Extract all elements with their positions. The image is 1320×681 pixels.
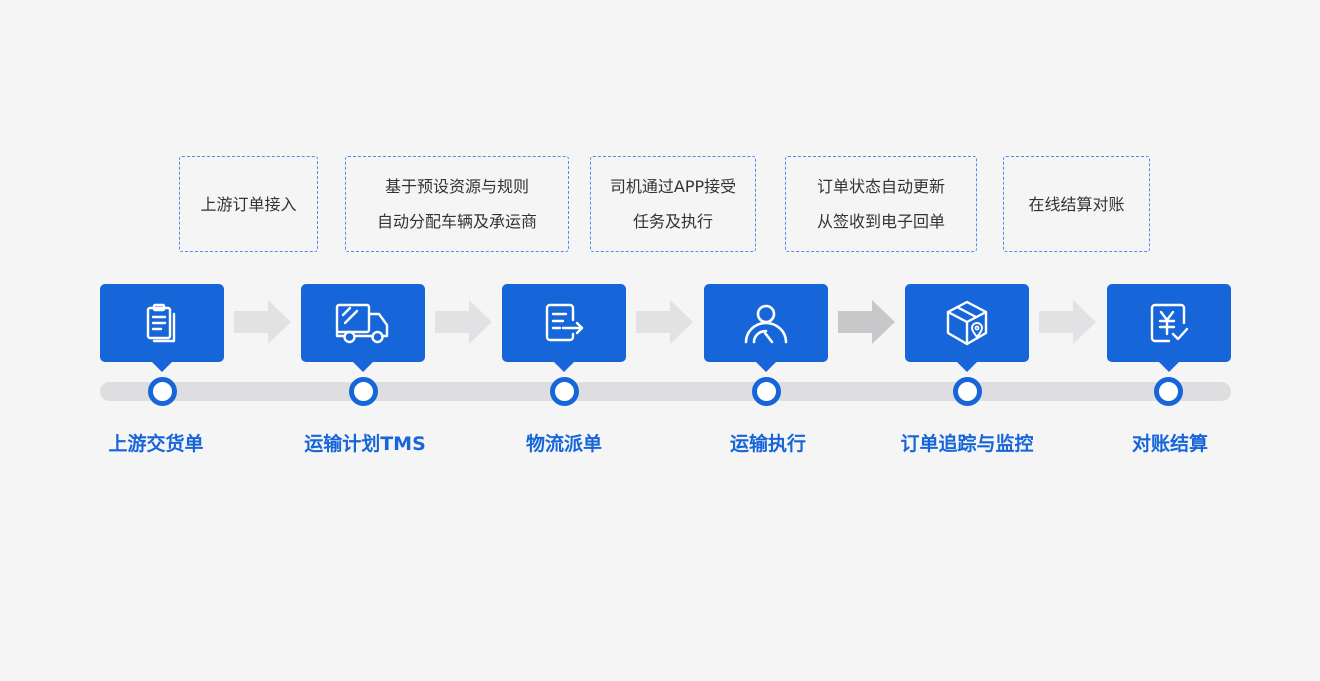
- step-box-4: [704, 284, 828, 372]
- step-label-4: 运输执行: [729, 433, 806, 455]
- dispatch-document-icon: [545, 303, 584, 342]
- description-text: 任务及执行: [632, 212, 713, 231]
- truck-icon: [335, 303, 389, 344]
- timeline-node-2: [349, 377, 378, 406]
- step-label-1: 上游交货单: [108, 433, 204, 455]
- step-box-1: [100, 284, 224, 372]
- step-label-2: 运输计划TMS: [304, 433, 426, 455]
- flow-arrow-3: [636, 300, 693, 344]
- step-box-2: [301, 284, 425, 372]
- description-text: 上游订单接入: [200, 194, 297, 214]
- flow-arrow-1: [234, 300, 291, 344]
- description-text: 司机通过APP接受: [609, 177, 737, 196]
- description-box-3: 司机通过APP接受 任务及执行: [590, 156, 756, 252]
- timeline-node-5: [953, 377, 982, 406]
- package-location-icon: [946, 300, 988, 346]
- description-box-5: 在线结算对账: [1003, 156, 1150, 252]
- description-text: 自动分配车辆及承运商: [376, 212, 537, 231]
- step-label-6: 对账结算: [1131, 433, 1208, 455]
- description-box-1: 上游订单接入: [179, 156, 318, 252]
- timeline-node-3: [550, 377, 579, 406]
- description-text: 基于预设资源与规则: [384, 177, 529, 196]
- flow-arrow-5: [1039, 300, 1096, 344]
- timeline-node-6: [1154, 377, 1183, 406]
- description-box-4: 订单状态自动更新 从签收到电子回单: [785, 156, 977, 252]
- driver-icon: [744, 304, 788, 344]
- description-text: 从签收到电子回单: [816, 212, 945, 231]
- timeline-node-4: [752, 377, 781, 406]
- timeline-node-1: [148, 377, 177, 406]
- description-text: 在线结算对账: [1028, 194, 1125, 214]
- timeline-track: [100, 382, 1231, 401]
- clipboard-icon: [146, 303, 176, 343]
- step-box-6: [1107, 284, 1231, 372]
- step-box-5: [905, 284, 1029, 372]
- flow-arrow-2: [435, 300, 492, 344]
- yuan-check-icon: [1150, 303, 1189, 343]
- step-box-3: [502, 284, 626, 372]
- step-label-3: 物流派单: [525, 433, 602, 455]
- flow-arrow-4: [838, 300, 895, 344]
- step-label-5: 订单追踪与监控: [900, 433, 1034, 455]
- description-box-2: 基于预设资源与规则 自动分配车辆及承运商: [345, 156, 569, 252]
- description-text: 订单状态自动更新: [816, 177, 945, 196]
